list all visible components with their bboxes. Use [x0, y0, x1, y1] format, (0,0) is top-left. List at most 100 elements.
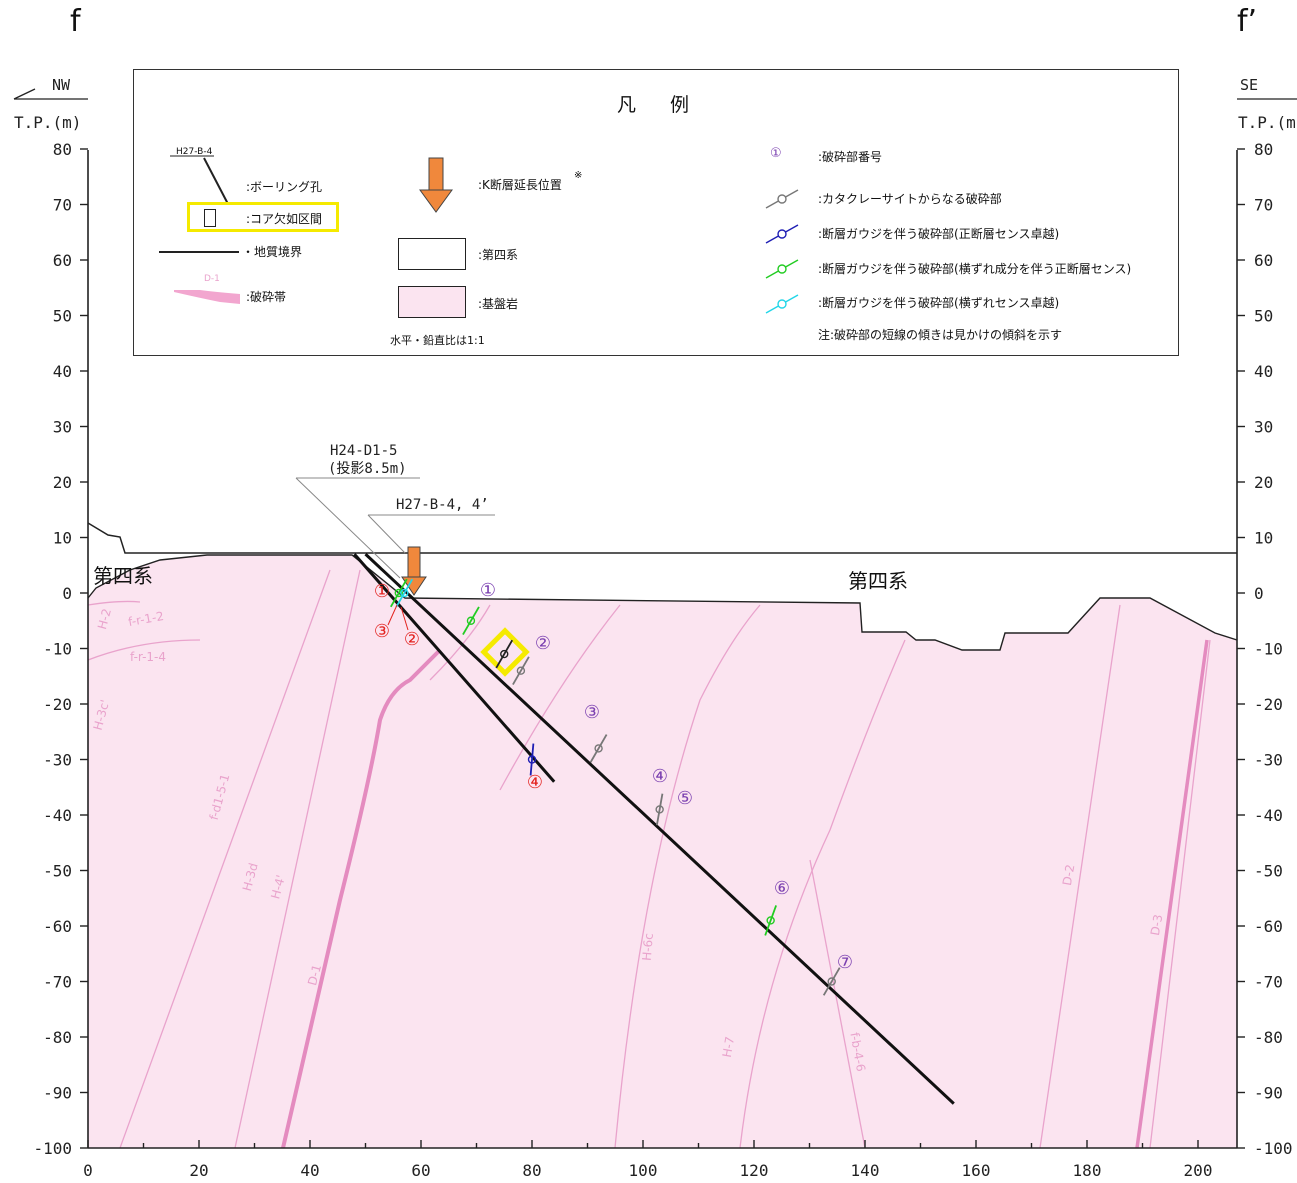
section-right-label: f’ [1237, 4, 1258, 39]
fracture-zones [281, 639, 1209, 1149]
fracture-number-purple: ⑤ [677, 788, 693, 809]
x-tick-label: 200 [1184, 1161, 1213, 1180]
y-tick-label-right: 40 [1254, 362, 1273, 381]
x-tick-label: 120 [740, 1161, 769, 1180]
legend-borehole-sample: H27-B-4 [176, 147, 213, 157]
fracture-number-purple: ⑥ [774, 878, 790, 899]
x-tick-label: 20 [189, 1161, 208, 1180]
legend-bedrock: :基盤岩 [478, 297, 519, 311]
fracture-marker [766, 916, 775, 925]
y-tick-label-right: 10 [1254, 529, 1273, 548]
core-missing-marker [480, 627, 530, 677]
legend-fracture-circle [777, 264, 787, 274]
x-tick-label: 140 [851, 1161, 880, 1180]
x-tick-label: 0 [83, 1161, 93, 1180]
fracture-marker [516, 666, 526, 675]
x-tick-label: 40 [300, 1161, 319, 1180]
legend-core-missing-icon [204, 209, 216, 227]
fracture-tick [589, 734, 608, 763]
section-left-label: f [70, 4, 81, 39]
y-tick-label-right: -50 [1254, 862, 1283, 881]
x-tick-label: 160 [962, 1161, 991, 1180]
y-tick-label-right: -100 [1254, 1139, 1293, 1158]
fracture-marker [655, 805, 664, 814]
borehole-leaders [295, 477, 495, 579]
legend-core-missing: :コア欠如区間 [246, 212, 323, 226]
borehole-h24-note: (投影8.5m) [328, 461, 407, 477]
y-tick-label-right: -70 [1254, 973, 1283, 992]
k-fault-arrow [401, 546, 427, 596]
y-tick-label-right: 50 [1254, 307, 1273, 326]
quaternary-base-line [87, 554, 1238, 651]
legend-k-fault-arrow [419, 157, 453, 213]
y-tick-label-right: -20 [1254, 695, 1283, 714]
legend-bedrock-swatch [398, 286, 466, 318]
x-tick-label: 80 [522, 1161, 541, 1180]
legend-scale-note: 水平・鉛直比は1:1 [390, 334, 485, 347]
legend-borehole: :ボーリング孔 [246, 180, 323, 194]
legend-borehole-symbol [170, 155, 229, 205]
y-tick-label-right: 80 [1254, 140, 1273, 159]
borehole-line-2 [364, 553, 955, 1105]
fracture-tick [529, 743, 535, 776]
geo-label-fr14: f-r-1-4 [130, 650, 166, 664]
fracture-marker [594, 744, 603, 753]
y-tick-label-right: -80 [1254, 1028, 1283, 1047]
geologic-boundaries [87, 569, 1211, 1149]
right-axis-unit: T.P.(m [1238, 113, 1296, 132]
y-tick-label-left: 70 [53, 196, 72, 215]
legend-gouge-strike: :断層ガウジを伴う破砕部(横ずれセンス卓越) [818, 296, 1060, 310]
y-tick-label-left: -60 [43, 917, 72, 936]
y-tick-label-right: -90 [1254, 1084, 1283, 1103]
legend-boundary-line [159, 251, 239, 253]
quaternary-label-left: 第四系 [93, 564, 153, 588]
y-tick-label-left: 10 [53, 529, 72, 548]
legend-fracture-number-symbol: ① [770, 146, 782, 161]
legend-fracture-zone-sample: D-1 [204, 274, 220, 284]
red-leader [400, 606, 409, 631]
fracture-tick [764, 905, 777, 936]
y-tick-label-left: -70 [43, 973, 72, 992]
fracture-marker [400, 588, 409, 598]
fracture-marker [466, 616, 476, 625]
fracture-marker [394, 588, 403, 598]
ground-surface-line [87, 522, 1237, 554]
fracture-number-red: ① [374, 581, 390, 602]
y-tick-label-right: 20 [1254, 473, 1273, 492]
legend-fracture-number: :破砕部番号 [818, 150, 883, 164]
fracture-number-purple: ④ [652, 766, 668, 787]
fracture-tick [390, 578, 408, 608]
legend-gouge-normal: :断層ガウジを伴う破砕部(正断層センス卓越) [818, 227, 1060, 241]
legend-fracture-circle [777, 299, 787, 309]
legend-fracture-zone: :破砕帯 [246, 290, 287, 304]
left-direction: NW [52, 76, 71, 94]
left-axis-unit: T.P.(m) [14, 113, 82, 132]
y-tick-label-right: -10 [1254, 640, 1283, 659]
borehole-h27-label: H27-B-4, 4’ [396, 497, 489, 513]
fracture-tick [495, 639, 514, 669]
x-tick-label: 60 [411, 1161, 430, 1180]
y-tick-label-left: 30 [53, 418, 72, 437]
y-tick-label-right: 0 [1254, 584, 1264, 603]
fracture-number-red: ③ [374, 621, 390, 642]
y-tick-label-left: -80 [43, 1028, 72, 1047]
legend-cataclasite: :カタクレーサイトからなる破砕部 [818, 192, 1002, 206]
y-tick-label-left: -40 [43, 806, 72, 825]
fracture-marker [827, 977, 836, 986]
y-tick-label-left: -100 [33, 1139, 72, 1158]
y-tick-label-right: -40 [1254, 806, 1283, 825]
fracture-tick [822, 967, 841, 996]
legend-geologic-boundary: ・地質境界 [242, 245, 303, 259]
bedrock-area [88, 555, 1237, 1148]
y-tick-label-left: 20 [53, 473, 72, 492]
y-tick-label-left: -90 [43, 1084, 72, 1103]
fracture-number-red: ④ [527, 772, 543, 793]
fracture-number-purple: ③ [584, 702, 600, 723]
y-tick-label-right: 30 [1254, 418, 1273, 437]
y-tick-label-right: -60 [1254, 917, 1283, 936]
legend-gouge-normal-strike: :断層ガウジを伴う破砕部(横ずれ成分を伴う正断層センス) [818, 262, 1132, 276]
y-tick-label-right: 60 [1254, 251, 1273, 270]
legend-quaternary: :第四系 [478, 248, 519, 262]
y-tick-label-left: -20 [43, 695, 72, 714]
